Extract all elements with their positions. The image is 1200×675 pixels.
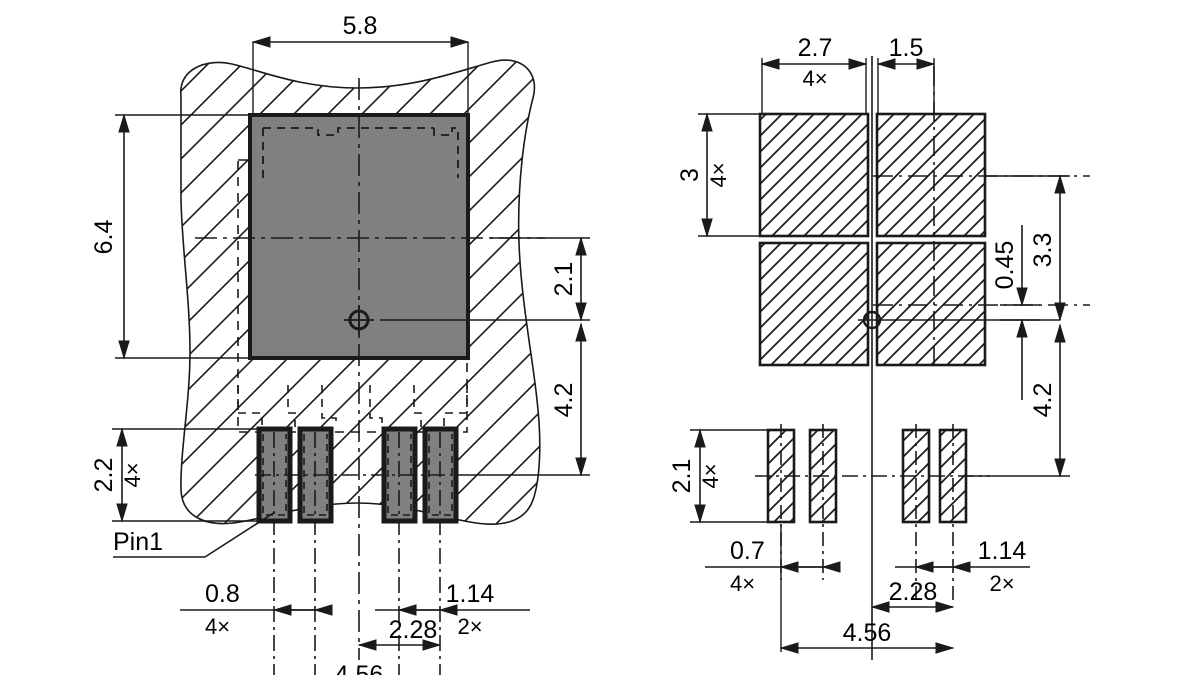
left-view-group: 5.8 6.4 2.1 4.2 2.2 4× (90, 12, 590, 675)
dim-offset-large-value: 3.3 (1029, 233, 1057, 268)
pin1-callout: Pin1 (113, 511, 276, 558)
dim-offset-large: 3.3 (985, 174, 1070, 322)
dim-gap-width-value: 1.5 (889, 34, 924, 62)
stencil-square-top-left (758, 112, 870, 238)
dim-inner-span-right-value: 2.28 (889, 578, 938, 606)
dim-pad-height-right-qty: 4× (698, 463, 723, 488)
dim-inner-span-value: 2.28 (389, 616, 438, 644)
stencil-square-top-right (875, 112, 987, 238)
thermal-pad-inner-dashed (262, 127, 459, 178)
stencil-square-bottom-left (758, 241, 870, 367)
dim-pad-pitch-right-right: 1.14 2× (895, 537, 1030, 596)
stencil-square-bottom-right (875, 241, 987, 367)
dim-pad-pitch-right-right-value: 1.14 (978, 537, 1027, 565)
dim-square-height-value: 3 (676, 168, 704, 182)
dim-pad-pitch-right: 1.14 2× (375, 580, 530, 639)
dim-outer-span-right: 4.56 (779, 525, 955, 654)
dim-pad-height-qty: 4× (120, 462, 145, 487)
dashed-pin-outlines (237, 385, 468, 427)
dim-center-to-upper-value: 2.1 (550, 262, 578, 297)
dim-center-to-lower-right-value: 4.2 (1029, 383, 1057, 418)
dim-pad-pitch-left-right: 0.7 4× (705, 537, 841, 596)
pin1-label: Pin1 (113, 528, 163, 556)
dim-inner-span: 2.28 (357, 616, 442, 651)
dim-offset-small-value: 0.45 (991, 241, 1019, 290)
dim-pad-pitch-right-qty: 2× (457, 614, 482, 639)
dim-pad-height: 2.2 4× (90, 427, 265, 523)
dim-square-height-qty: 4× (706, 162, 731, 187)
dim-pad-pitch-left-right-value: 0.7 (730, 537, 765, 565)
dim-center-to-upper: 2.1 (380, 236, 590, 322)
dim-body-width: 5.8 (251, 12, 470, 115)
right-view-group: 2.7 4× 1.5 3 4× 0.45 (668, 34, 1090, 660)
dim-pad-pitch-right-right-qty: 2× (989, 571, 1014, 596)
dim-gap-width: 1.5 (876, 34, 936, 114)
datum-origin-symbol (344, 305, 374, 335)
dim-pad-height-right-value: 2.1 (668, 459, 696, 494)
dim-outer-span-right-value: 4.56 (843, 619, 892, 647)
dim-body-height-value: 6.4 (90, 220, 118, 255)
dim-pad-pitch-left: 0.8 4× (180, 580, 333, 639)
dim-center-to-lower: 4.2 (470, 322, 590, 477)
dim-pad-height-value: 2.2 (90, 458, 118, 493)
dim-square-width-qty: 4× (802, 66, 827, 91)
dim-pad-pitch-left-qty: 4× (205, 614, 230, 639)
dim-body-height: 6.4 (90, 113, 258, 360)
stencil-squares-group (758, 112, 987, 367)
dim-outer-span: 4.56 (335, 661, 384, 675)
dim-outer-span-value: 4.56 (335, 661, 384, 675)
dim-inner-span-right: 2.28 (870, 578, 955, 613)
dim-center-to-lower-value: 4.2 (550, 383, 578, 418)
dim-square-width: 2.7 4× (760, 34, 868, 114)
dim-center-to-lower-right: 4.2 (966, 323, 1070, 478)
dim-square-width-value: 2.7 (798, 34, 833, 62)
dim-pad-pitch-left-right-qty: 4× (730, 571, 755, 596)
package-break-boundary (180, 59, 541, 525)
dim-pad-height-right: 2.1 4× (668, 428, 772, 524)
center-lines-left (195, 78, 545, 675)
dim-offset-small: 0.45 (991, 225, 1040, 400)
dim-pad-pitch-left-value: 0.8 (205, 580, 240, 608)
dim-square-height: 3 4× (676, 112, 765, 238)
dim-body-width-value: 5.8 (343, 12, 378, 40)
dim-pad-pitch-right-value: 1.14 (446, 580, 495, 608)
